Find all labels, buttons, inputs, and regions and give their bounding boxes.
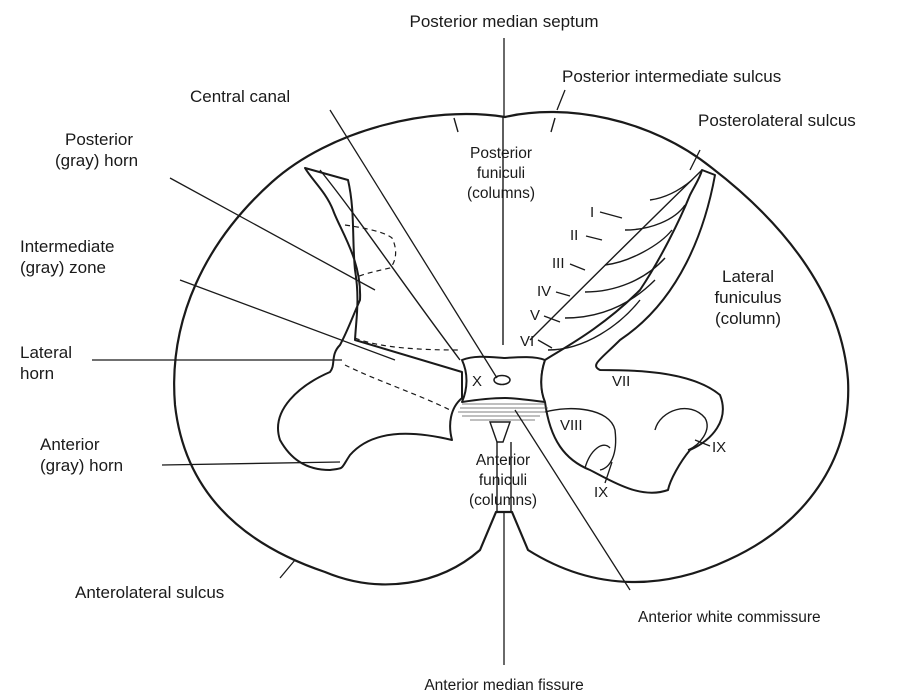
anterior-median-fissure-shape: [490, 422, 510, 442]
posterior-intermediate-sulcus-line-left: [454, 118, 458, 132]
label-anterior-white-commissure: Anterior white commissure: [638, 609, 821, 626]
label-lateral-funiculus-line2: funiculus: [714, 288, 781, 307]
label-intermediate-zone-line2: (gray) zone: [20, 258, 106, 277]
lamina-label-ix-lateral: IX: [712, 439, 726, 456]
label-anterior-funiculi-line3: (columns): [469, 492, 537, 509]
lamina-label-iii: III: [552, 255, 565, 272]
lamina-i-leader: [600, 212, 622, 218]
label-intermediate-zone-line1: Intermediate: [20, 237, 115, 256]
label-posterior-intermediate-sulcus: Posterior intermediate sulcus: [562, 67, 781, 86]
lamina-label-vii: VII: [612, 373, 630, 390]
lamina-iv-leader: [556, 292, 570, 296]
lamina-iii-leader: [570, 264, 585, 270]
posterior-intermediate-sulcus-leader: [557, 90, 565, 110]
anterolateral-sulcus-leader: [280, 560, 295, 578]
spinal-cord-outline: [174, 112, 848, 584]
left-gray-matter: [278, 168, 462, 470]
label-anterior-funiculi-line1: Anterior: [476, 452, 530, 469]
label-anterior-horn-line1: Anterior: [40, 435, 100, 454]
right-gray-matter: [541, 170, 723, 493]
intermediate-zone-leader: [180, 280, 395, 360]
label-posterior-horn-line2: (gray) horn: [55, 151, 138, 170]
lamina-label-x: X: [472, 373, 482, 390]
lamina-label-ix-anterior: IX: [594, 484, 608, 501]
label-lateral-funiculus-line1: Lateral: [722, 267, 774, 286]
label-anterior-median-fissure: Anterior median fissure: [424, 677, 583, 694]
label-posterolateral-sulcus: Posterolateral sulcus: [698, 111, 856, 130]
lamina-label-i: I: [590, 204, 594, 221]
lamina-v-leader: [544, 316, 560, 322]
lamina-label-iv: IV: [537, 283, 551, 300]
label-lateral-horn-line1: Lateral: [20, 343, 72, 362]
label-lateral-funiculus-line3: (column): [715, 309, 781, 328]
lamina-vi-leader: [538, 340, 552, 348]
label-anterior-horn-line2: (gray) horn: [40, 456, 123, 475]
lamina-label-vi: VI: [520, 333, 534, 350]
posterior-intermediate-sulcus-line-right: [551, 118, 555, 132]
label-posterior-horn-line1: Posterior: [65, 130, 133, 149]
lamina-label-v: V: [530, 307, 540, 324]
lamina-label-viii: VIII: [560, 417, 583, 434]
lamina-ii-leader: [586, 236, 602, 240]
label-central-canal: Central canal: [190, 87, 290, 106]
label-posterior-funiculi-line1: Posterior: [470, 145, 532, 162]
lamina-label-ii: II: [570, 227, 578, 244]
label-posterior-funiculi-line2: funiculi: [477, 165, 525, 182]
label-lateral-horn-line2: horn: [20, 364, 54, 383]
lamina-i-boundary: [650, 180, 692, 200]
label-anterolateral-sulcus: Anterolateral sulcus: [75, 583, 224, 602]
label-posterior-funiculi-line3: (columns): [467, 185, 535, 202]
label-anterior-funiculi-line2: funiculi: [479, 472, 527, 489]
label-posterior-median-septum: Posterior median septum: [410, 12, 599, 31]
anterior-white-commissure-hatching: [458, 404, 548, 420]
